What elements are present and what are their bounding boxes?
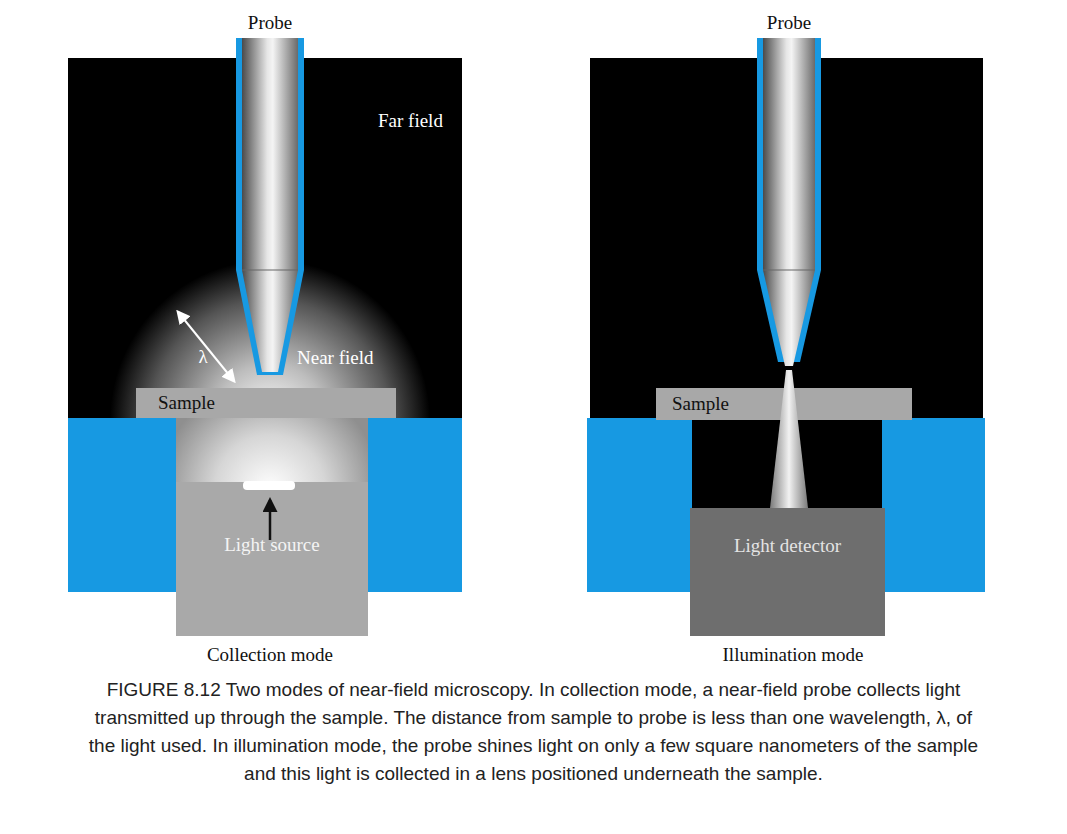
probe-label: Probe [767,12,811,34]
node-label: Sample [158,392,215,414]
light-detector-box: Light detector [690,508,885,636]
probe-label: Probe [248,12,292,34]
figure-caption: FIGURE 8.12 Two modes of near-field micr… [80,676,987,788]
node-label: Light detector [696,535,879,557]
sample-slide: Sample [136,388,396,418]
region-label: Far field [378,110,443,132]
mode-title: Illumination mode [723,644,864,666]
wavelength-symbol: λ [198,346,207,368]
mode-title: Collection mode [207,644,333,666]
node-label: Sample [672,393,729,415]
sample-slide: Sample [656,388,912,420]
region-label: Near field [297,347,373,369]
node-label: Light source [182,534,362,556]
light-source-box: Light source [176,418,368,636]
